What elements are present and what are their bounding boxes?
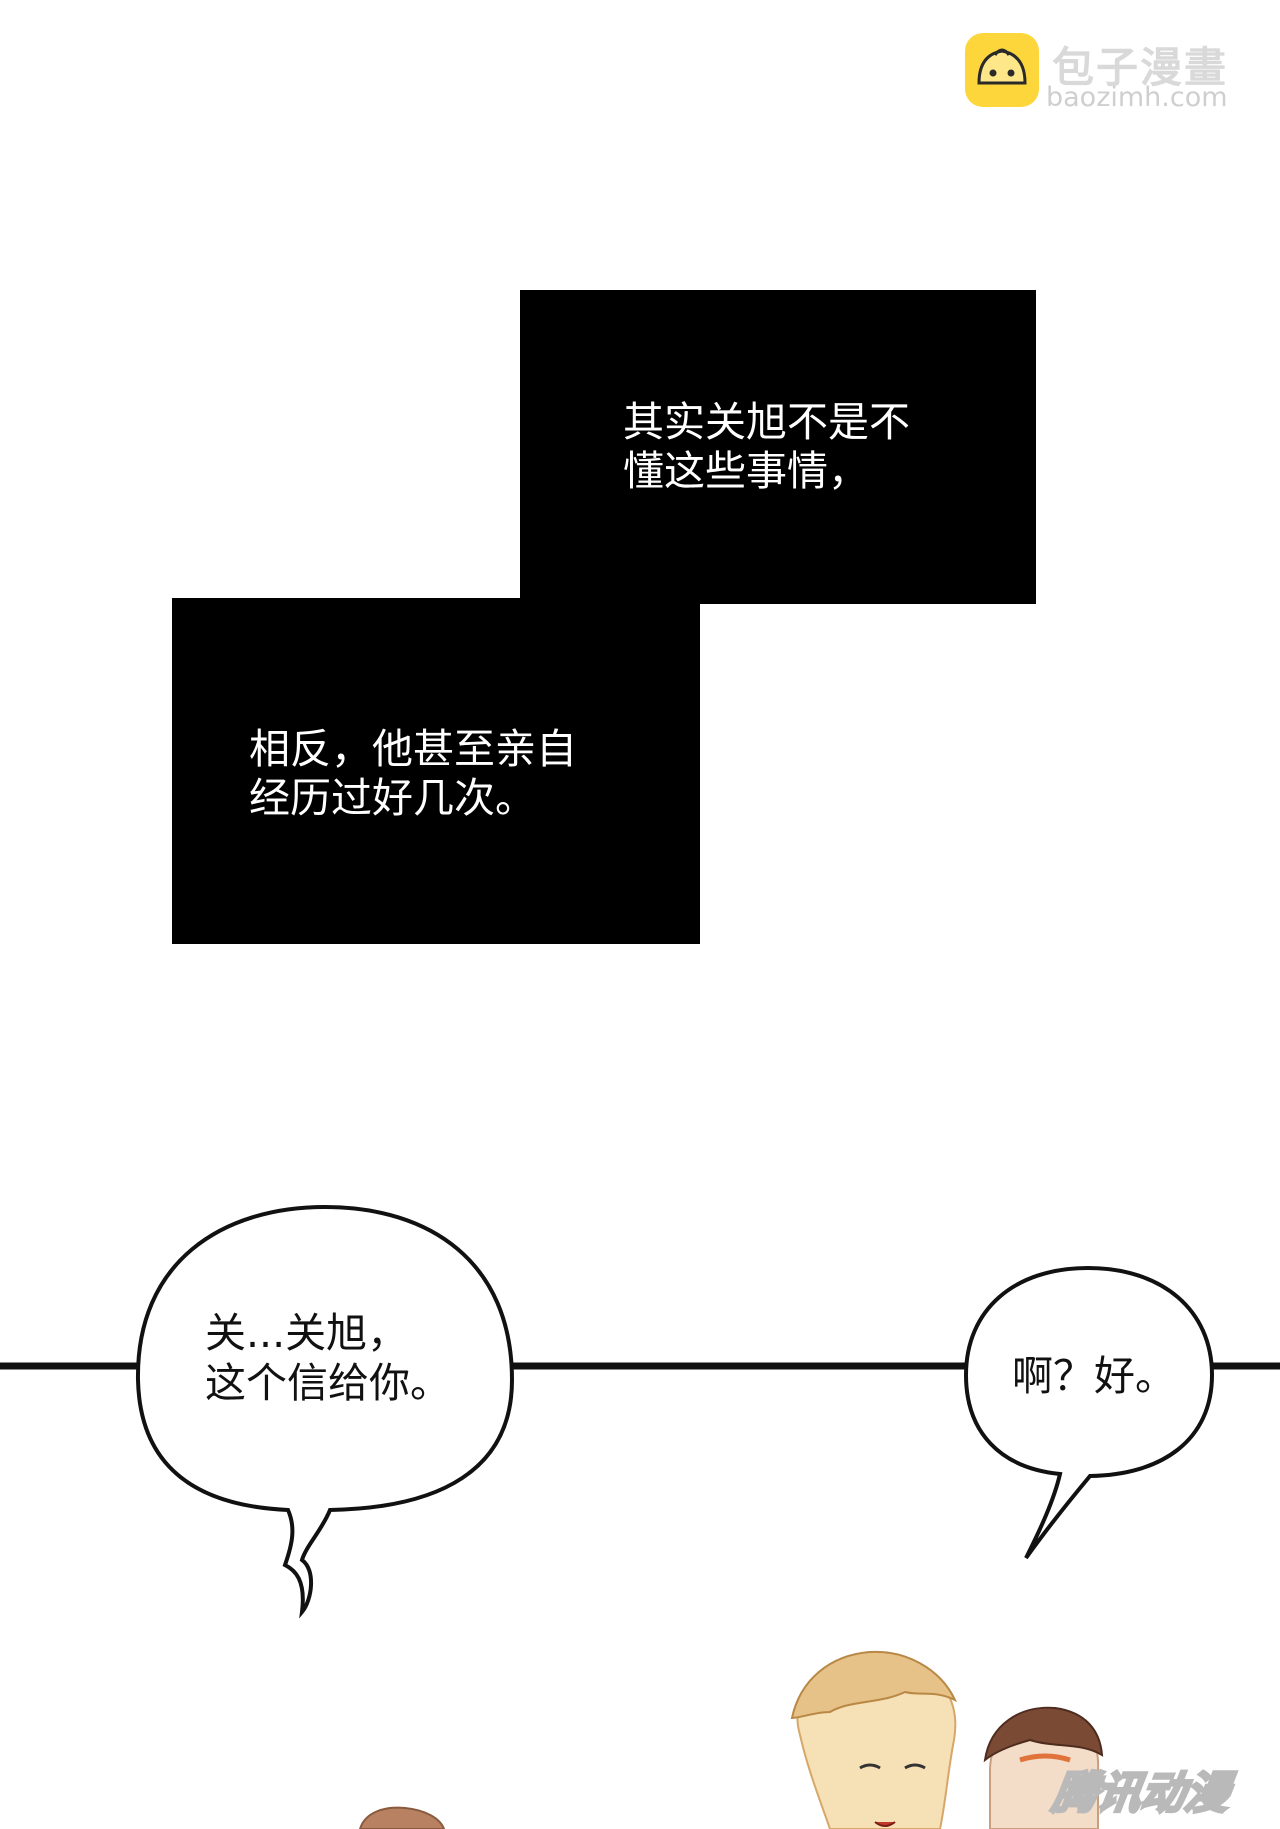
character-left-head [358, 1806, 446, 1829]
bubble-line: 关...关旭， [205, 1309, 409, 1357]
bubble-text-right: 啊？好。 [1012, 1351, 1176, 1401]
narration-line: 经历过好几次。 [249, 774, 536, 822]
narration-line: 相反，他甚至亲自 [249, 725, 577, 773]
narration-box: 其实关旭不是不 懂这些事情， [520, 290, 1036, 604]
watermark-url[interactable]: baozimh.com [1046, 82, 1228, 113]
narration-box: 相反，他甚至亲自 经历过好几次。 [172, 598, 700, 944]
bubble-text-left: 关...关旭， 这个信给你。 [205, 1308, 451, 1408]
character-dark-hair [983, 1706, 1104, 1829]
publisher-stamp: 腾讯动漫 [1048, 1767, 1234, 1821]
bubble-line: 这个信给你。 [205, 1359, 451, 1407]
bun-face-icon [977, 48, 1027, 85]
character-blond [790, 1650, 958, 1829]
speech-bubble-right [963, 1265, 1215, 1560]
bubble-line: 啊？好。 [1012, 1352, 1176, 1400]
watermark-title: 包子漫畫 [1052, 43, 1229, 92]
logo-bun-icon [965, 33, 1039, 107]
speech-bubble-left [135, 1204, 515, 1619]
narration-line: 懂这些事情， [623, 447, 869, 495]
narration-line: 其实关旭不是不 [623, 398, 910, 446]
